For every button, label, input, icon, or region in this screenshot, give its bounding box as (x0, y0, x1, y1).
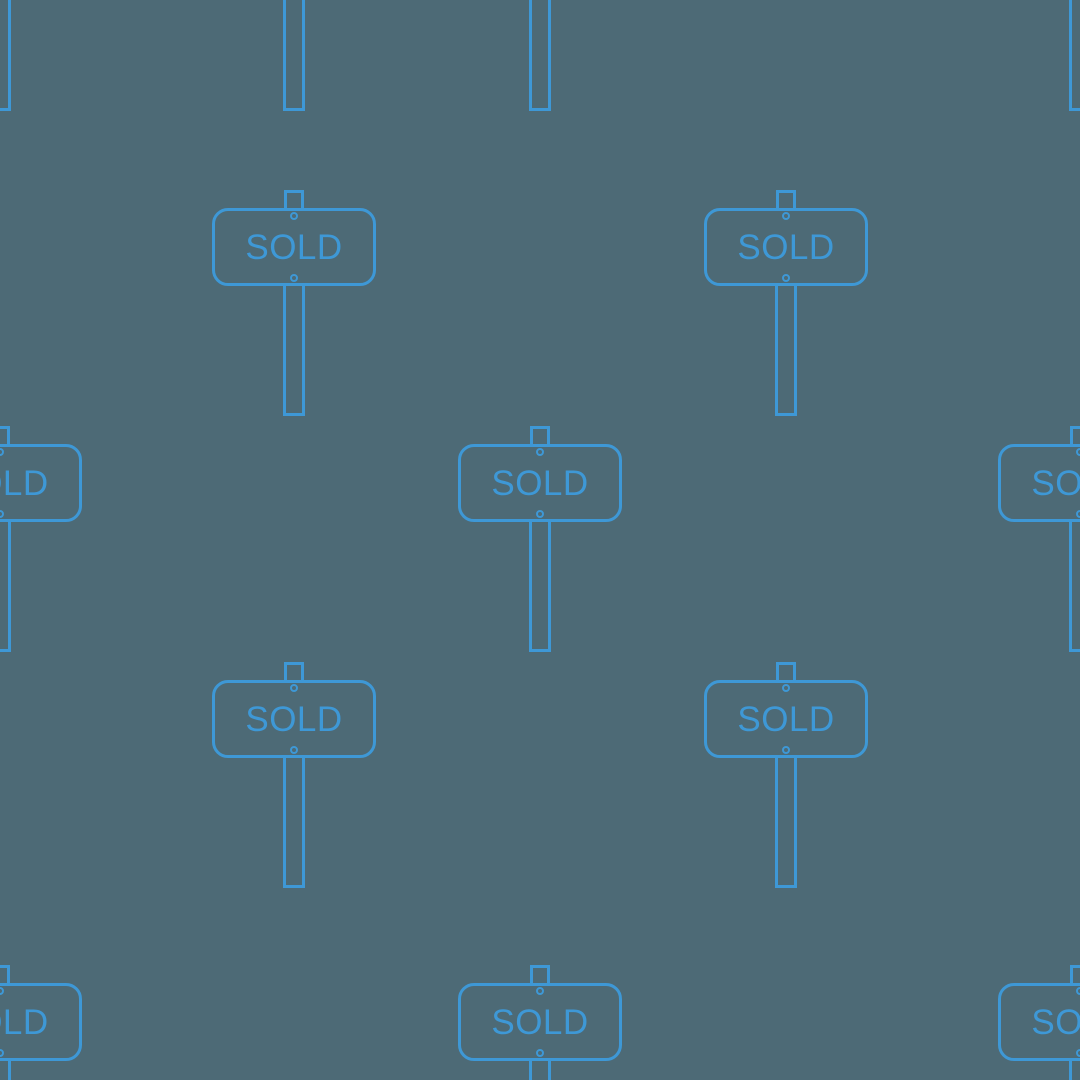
sold-label: SOLD (1031, 463, 1080, 503)
sign-top-tab (1070, 965, 1080, 984)
nail-hole-bottom-icon (1076, 1049, 1080, 1057)
sign-post (0, 1061, 11, 1080)
sign-top-tab (284, 190, 304, 209)
sign-board: SOLD (458, 983, 622, 1061)
sold-label: SOLD (245, 227, 343, 267)
sign-post (1069, 0, 1080, 111)
nail-hole-top-icon (782, 212, 790, 220)
nail-hole-bottom-icon (1076, 510, 1080, 518)
sold-sign-icon: SOLD (212, 662, 376, 888)
nail-hole-top-icon (536, 987, 544, 995)
sign-post (0, 522, 11, 652)
sold-sign-icon: SOLD (704, 662, 868, 888)
sold-sign-icon: SOLD (0, 426, 82, 652)
sold-sign-icon: SOLD (998, 426, 1080, 652)
sign-top-tab (530, 426, 550, 445)
sold-sign-icon: SOLD (458, 426, 622, 652)
sign-post (775, 286, 797, 416)
nail-hole-top-icon (290, 684, 298, 692)
nail-hole-bottom-icon (0, 1049, 4, 1057)
nail-hole-top-icon (0, 448, 4, 456)
sign-board: SOLD (212, 680, 376, 758)
sign-post (283, 758, 305, 888)
sold-label: SOLD (491, 1002, 589, 1042)
sold-sign-icon: SOLD (998, 965, 1080, 1080)
sold-sign-icon: SOLD (458, 0, 622, 111)
sold-sign-icon: SOLD (212, 0, 376, 111)
sign-post (283, 286, 305, 416)
nail-hole-bottom-icon (782, 746, 790, 754)
sold-label: SOLD (737, 699, 835, 739)
sign-top-tab (1070, 426, 1080, 445)
sold-label: SOLD (737, 227, 835, 267)
nail-hole-top-icon (536, 448, 544, 456)
sign-post (1069, 1061, 1080, 1080)
sign-post (529, 0, 551, 111)
sold-label: SOLD (1031, 1002, 1080, 1042)
nail-hole-top-icon (782, 684, 790, 692)
sign-post (1069, 522, 1080, 652)
nail-hole-top-icon (1076, 987, 1080, 995)
nail-hole-bottom-icon (0, 510, 4, 518)
sign-post (529, 522, 551, 652)
sign-board: SOLD (704, 680, 868, 758)
nail-hole-bottom-icon (536, 1049, 544, 1057)
sign-top-tab (284, 662, 304, 681)
sold-sign-icon: SOLD (212, 190, 376, 416)
sold-sign-icon: SOLD (458, 965, 622, 1080)
sign-post (775, 758, 797, 888)
sign-post (283, 0, 305, 111)
sold-label: SOLD (0, 463, 49, 503)
sign-post (529, 1061, 551, 1080)
sign-top-tab (0, 426, 10, 445)
sign-board: SOLD (998, 983, 1080, 1061)
sold-label: SOLD (245, 699, 343, 739)
nail-hole-top-icon (0, 987, 4, 995)
nail-hole-bottom-icon (290, 746, 298, 754)
nail-hole-top-icon (290, 212, 298, 220)
sold-sign-icon: SOLD (0, 965, 82, 1080)
sign-board: SOLD (0, 983, 82, 1061)
sign-board: SOLD (998, 444, 1080, 522)
sign-board: SOLD (458, 444, 622, 522)
sign-board: SOLD (704, 208, 868, 286)
sold-sign-icon: SOLD (0, 0, 82, 111)
nail-hole-bottom-icon (782, 274, 790, 282)
sign-top-tab (776, 662, 796, 681)
sign-post (0, 0, 11, 111)
sign-board: SOLD (0, 444, 82, 522)
sold-sign-icon: SOLD (998, 0, 1080, 111)
sign-board: SOLD (212, 208, 376, 286)
sold-label: SOLD (0, 1002, 49, 1042)
nail-hole-bottom-icon (536, 510, 544, 518)
sold-label: SOLD (491, 463, 589, 503)
sign-top-tab (0, 965, 10, 984)
nail-hole-bottom-icon (290, 274, 298, 282)
sign-top-tab (530, 965, 550, 984)
nail-hole-top-icon (1076, 448, 1080, 456)
sold-sign-icon: SOLD (704, 190, 868, 416)
sign-top-tab (776, 190, 796, 209)
